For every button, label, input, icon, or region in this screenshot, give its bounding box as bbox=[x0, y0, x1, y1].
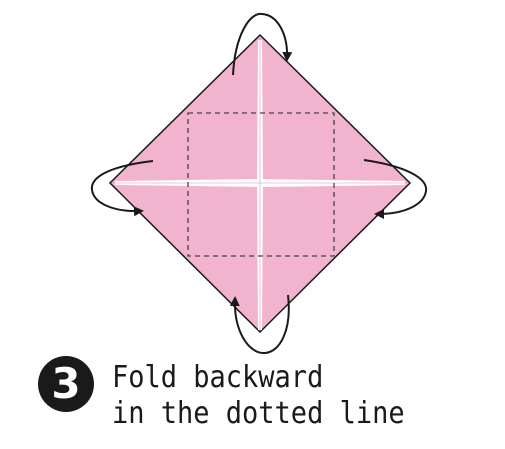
curved-arrow-top-icon bbox=[232, 12, 293, 76]
curved-arrow-right-icon bbox=[363, 159, 428, 219]
curved-arrow-left-icon bbox=[90, 160, 154, 217]
instruction-line-1: Fold backward bbox=[112, 360, 324, 395]
instruction-line-2: in the dotted line bbox=[112, 396, 405, 431]
curved-arrow-bottom-icon bbox=[229, 294, 290, 355]
step-number-badge: 3 bbox=[38, 356, 94, 412]
instruction-caption: Fold backward in the dotted line bbox=[112, 360, 405, 432]
dotted-fold-line bbox=[187, 112, 335, 257]
